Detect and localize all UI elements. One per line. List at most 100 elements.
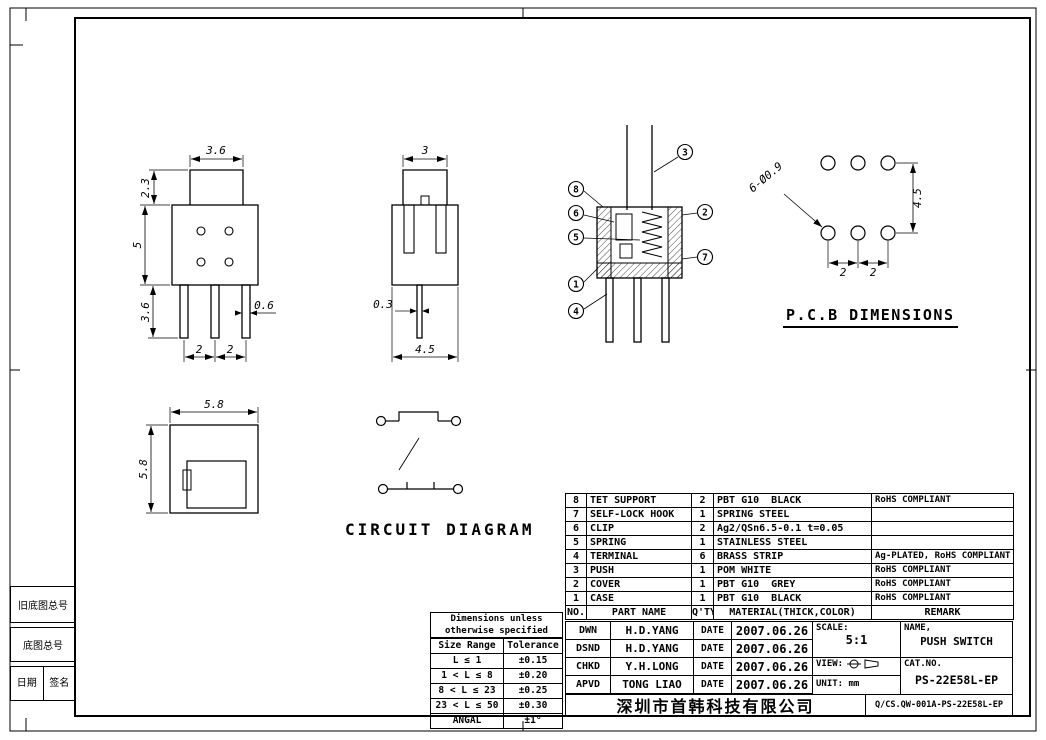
old-base-drawing-no-box: 旧底图总号 [10, 586, 76, 623]
dim-front-pitch-right: 2 [227, 343, 234, 356]
circuit-diagram [375, 411, 464, 495]
dim-pcb-row-spacing: 4.5 [911, 188, 924, 208]
approval-date: 2007.06.26 [731, 657, 813, 676]
bom-no: 1 [565, 591, 587, 606]
approval-role: DSND [565, 639, 611, 658]
unit-cell: UNIT: mm [812, 675, 901, 695]
bom-table: 8 TET SUPPORT 2 PBT G10 BLACK RoHS COMPL… [565, 493, 1014, 620]
tolerance-value: ±0.20 [503, 668, 563, 684]
catno-label: CAT.NO. [904, 659, 942, 669]
bom-part: CASE [586, 591, 692, 606]
tolerance-range: L ≤ 1 [430, 653, 504, 669]
dim-side-top-width: 3 [421, 144, 429, 157]
bom-qty: 1 [691, 507, 714, 522]
tolerance-title-line1: Dimensions unless [450, 614, 543, 624]
bom-remark: Ag-PLATED, RoHS COMPLIANT [871, 549, 1014, 564]
bom-material: Ag2/QSn6.5-0.1 t=0.05 [713, 521, 872, 536]
scale-label: SCALE: [816, 623, 849, 633]
dim-front-top-width: 3.6 [205, 144, 226, 157]
approval-name: H.D.YANG [610, 639, 694, 658]
view-cell: VIEW: [812, 657, 901, 676]
bom-no: 3 [565, 563, 587, 578]
bom-row: 7 SELF-LOCK HOOK 1 SPRING STEEL [565, 507, 1014, 522]
dim-front-leg-length: 3.6 [139, 302, 152, 323]
tolerance-value: ±0.25 [503, 683, 563, 699]
company-name: 深圳市首韩科技有限公司 [565, 694, 866, 716]
bom-no: 5 [565, 535, 587, 550]
tolerance-range: 1 < L ≤ 8 [430, 668, 504, 684]
scale-cell: SCALE: 5:1 [812, 621, 901, 658]
bom-remark [871, 521, 1014, 536]
bom-no: 2 [565, 577, 587, 592]
bom-qty: 2 [691, 493, 714, 508]
approval-date-label: DATE [693, 621, 732, 640]
dim-pcb-pitch-right: 2 [870, 266, 877, 279]
doc-number: Q/CS.QW-001A-PS-22E58L-EP [865, 694, 1013, 716]
side-view: 3 0.3 4.5 [373, 144, 459, 362]
bom-row: 2 COVER 1 PBT G10 GREY RoHS COMPLIANT [565, 577, 1014, 592]
bom-remark: RoHS COMPLIANT [871, 563, 1014, 578]
callout-hook: 7 [702, 253, 708, 264]
tolerance-title: Dimensions unless otherwise specified [430, 612, 563, 638]
bom-row: 4 TERMINAL 6 BRASS STRIP Ag-PLATED, RoHS… [565, 549, 1014, 564]
callout-support: 8 [573, 185, 579, 196]
bom-remark [871, 507, 1014, 522]
tolerance-range: 8 < L ≤ 23 [430, 683, 504, 699]
base-drawing-no-box: 底图总号 [10, 627, 76, 662]
bom-material: POM WHITE [713, 563, 872, 578]
bom-qty: 1 [691, 563, 714, 578]
title-block-approvals: DWN H.D.YANG DATE 2007.06.26 DSND H.D.YA… [565, 621, 813, 694]
bom-row: 3 PUSH 1 POM WHITE RoHS COMPLIANT [565, 563, 1014, 578]
catno-value: PS-22E58L-EP [914, 673, 999, 687]
bom-remark: RoHS COMPLIANT [871, 493, 1014, 508]
pcb-view: 4.5 2 2 6-Ø0.9 [746, 155, 924, 279]
tolerance-row: L ≤ 1 ±0.15 [430, 653, 563, 669]
bom-part: TERMINAL [586, 549, 692, 564]
tolerance-row: 1 < L ≤ 8 ±0.20 [430, 668, 563, 684]
approval-date: 2007.06.26 [731, 621, 813, 640]
bom-no: 7 [565, 507, 587, 522]
approval-role: APVD [565, 675, 611, 694]
catno-cell: CAT.NO. PS-22E58L-EP [900, 657, 1013, 695]
projection-symbol-icon [847, 659, 879, 669]
approval-date-label: DATE [693, 639, 732, 658]
date-label: 日期 [11, 667, 44, 700]
bom-material: PBT G10 BLACK [713, 591, 872, 606]
bom-material: PBT G10 BLACK [713, 493, 872, 508]
bom-material: BRASS STRIP [713, 549, 872, 564]
bottom-view: 5.8 5.8 [137, 398, 259, 514]
callout-clip: 6 [573, 209, 579, 220]
name-cell: NAME, PUSH SWITCH [900, 621, 1013, 658]
callout-case: 1 [573, 280, 579, 291]
dim-front-pitch-left: 2 [196, 343, 203, 356]
callout-push: 3 [682, 148, 688, 159]
product-name: PUSH SWITCH [920, 635, 993, 648]
bom-header-no: NO. [565, 605, 587, 620]
dim-front-body-height: 5 [131, 242, 144, 249]
bom-no: 8 [565, 493, 587, 508]
bom-material: STAINLESS STEEL [713, 535, 872, 550]
bom-remark: RoHS COMPLIANT [871, 577, 1014, 592]
view-label: VIEW: [816, 659, 844, 669]
bom-header-material: MATERIAL(THICK,COLOR) [713, 605, 872, 620]
name-label: NAME, [904, 623, 932, 633]
bom-material: SPRING STEEL [713, 507, 872, 522]
bom-header-qty: Q'TY [691, 605, 714, 620]
bom-qty: 1 [691, 591, 714, 606]
dim-side-leg-width: 0.3 [373, 298, 393, 311]
front-view: 3.6 2.3 5 3.6 0.6 2 2 [131, 144, 276, 362]
approval-role: CHKD [565, 657, 611, 676]
approval-role: DWN [565, 621, 611, 640]
scale-value: 5:1 [845, 633, 868, 647]
bom-part: PUSH [586, 563, 692, 578]
tolerance-range: ANGAL [430, 713, 504, 729]
bom-no: 6 [565, 521, 587, 536]
bom-qty: 1 [691, 535, 714, 550]
bom-header-remark: REMARK [871, 605, 1014, 620]
dim-pcb-pitch-left: 2 [840, 266, 847, 279]
approval-row: DSND H.D.YANG DATE 2007.06.26 [565, 639, 813, 658]
tolerance-value: ±1° [503, 713, 563, 729]
bom-part: SPRING [586, 535, 692, 550]
bom-header-row: NO. PART NAME Q'TY MATERIAL(THICK,COLOR)… [565, 605, 1014, 620]
